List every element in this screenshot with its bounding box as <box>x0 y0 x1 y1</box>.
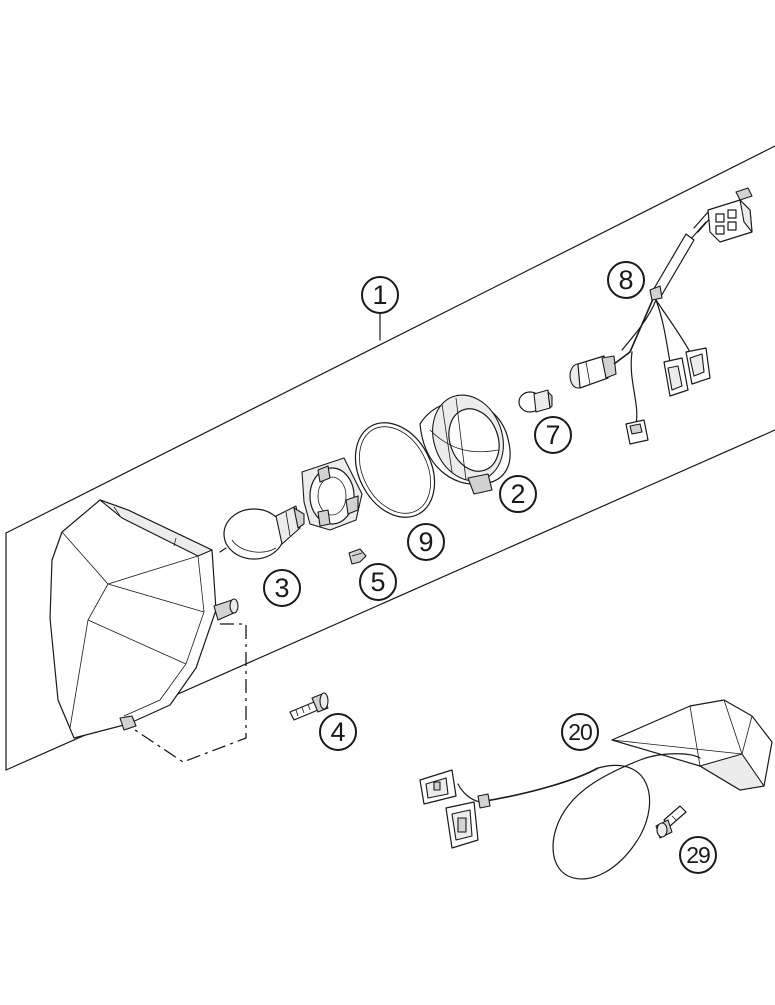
bulb-part <box>219 505 305 560</box>
callout-8: 8 <box>607 261 645 299</box>
bulb-socket-part <box>569 355 617 389</box>
callout-1-label: 1 <box>372 280 387 310</box>
callout-2: 2 <box>499 475 537 513</box>
screw-part <box>289 692 329 721</box>
lower-cable-part <box>419 753 701 880</box>
callout-7-label: 7 <box>545 420 560 450</box>
bulb-holder-part <box>301 457 363 531</box>
callout-7: 7 <box>534 416 572 454</box>
clip-part <box>348 548 367 565</box>
lower-mask-part <box>611 699 773 791</box>
headlight-mask <box>49 499 239 739</box>
reflector-part <box>419 394 511 495</box>
gasket-part <box>354 422 436 518</box>
callout-4-label: 4 <box>330 717 345 747</box>
callout-8-label: 8 <box>618 265 633 295</box>
callout-3-label: 3 <box>274 573 289 603</box>
callout-3: 3 <box>263 569 301 607</box>
callout-20: 20 <box>561 713 599 751</box>
callout-29: 29 <box>679 836 717 874</box>
parking-bulb-part <box>518 389 553 413</box>
callout-2-label: 2 <box>510 479 525 509</box>
small-screw-part <box>655 805 687 839</box>
callout-5: 5 <box>359 563 397 601</box>
callout-4: 4 <box>319 713 357 751</box>
callout-5-label: 5 <box>370 567 385 597</box>
callout-9: 9 <box>407 523 445 561</box>
callout-29-label: 29 <box>686 842 710 868</box>
screw-alignment-line <box>131 623 247 763</box>
callout-20-label: 20 <box>568 719 592 745</box>
callout-9-label: 9 <box>418 527 433 557</box>
callout-1: 1 <box>361 276 399 314</box>
wiring-harness-part <box>613 187 753 445</box>
